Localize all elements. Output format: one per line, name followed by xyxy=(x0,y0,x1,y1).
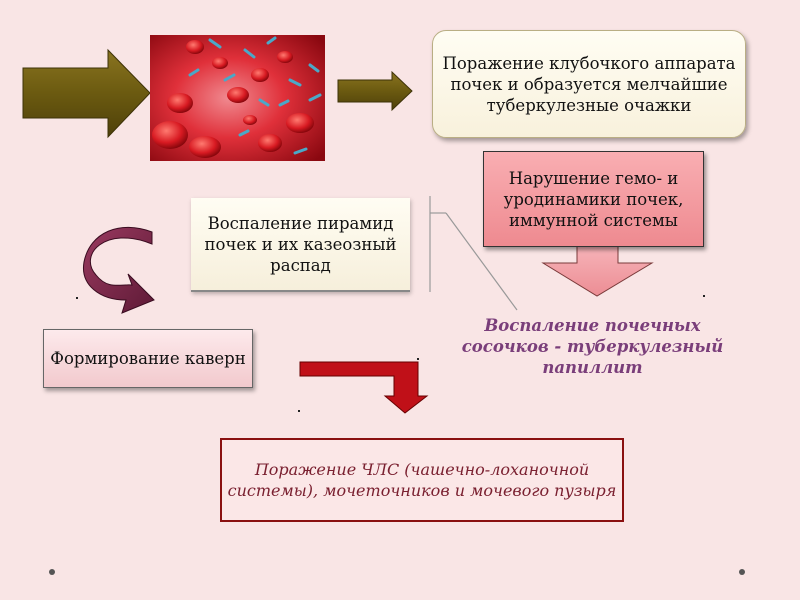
pink-down-arrow xyxy=(541,243,654,297)
papillitis-text: Воспаление почечных сосочков - туберкуле… xyxy=(461,316,724,377)
glomerular-lesion-text: Поражение клубочкого аппарата почек и об… xyxy=(442,53,736,115)
olive-arrow-small xyxy=(337,70,413,112)
tiny-dot xyxy=(417,358,419,360)
olive-arrow-large xyxy=(22,48,151,139)
pcs-lesion-box: Поражение ЧЛС (чашечно-лоханочной систем… xyxy=(220,438,624,522)
tiny-dot xyxy=(703,295,705,297)
tiny-dot xyxy=(298,410,300,412)
hemodynamics-box: Нарушение гемо- и уродинамики почек, имм… xyxy=(483,151,704,247)
pcs-lesion-text: Поражение ЧЛС (чашечно-лоханочной систем… xyxy=(227,460,617,500)
tiny-dot xyxy=(76,297,78,299)
pyramids-inflammation-text: Воспаление пирамид почек и их казеозный … xyxy=(204,213,397,275)
hemodynamics-text: Нарушение гемо- и уродинамики почек, имм… xyxy=(503,168,684,230)
red-bent-arrow xyxy=(299,361,429,414)
glomerular-lesion-box: Поражение клубочкого аппарата почек и об… xyxy=(432,30,746,138)
caverns-text: Формирование каверн xyxy=(50,349,246,368)
connector-diagonal xyxy=(445,212,518,311)
blood-vessel-bacteria-image xyxy=(150,35,325,161)
corner-dot-right xyxy=(739,569,745,575)
caverns-box: Формирование каверн xyxy=(43,329,253,388)
pyramids-inflammation-box: Воспаление пирамид почек и их казеозный … xyxy=(191,198,410,292)
corner-dot-left xyxy=(49,569,55,575)
curved-arrow xyxy=(83,227,155,314)
